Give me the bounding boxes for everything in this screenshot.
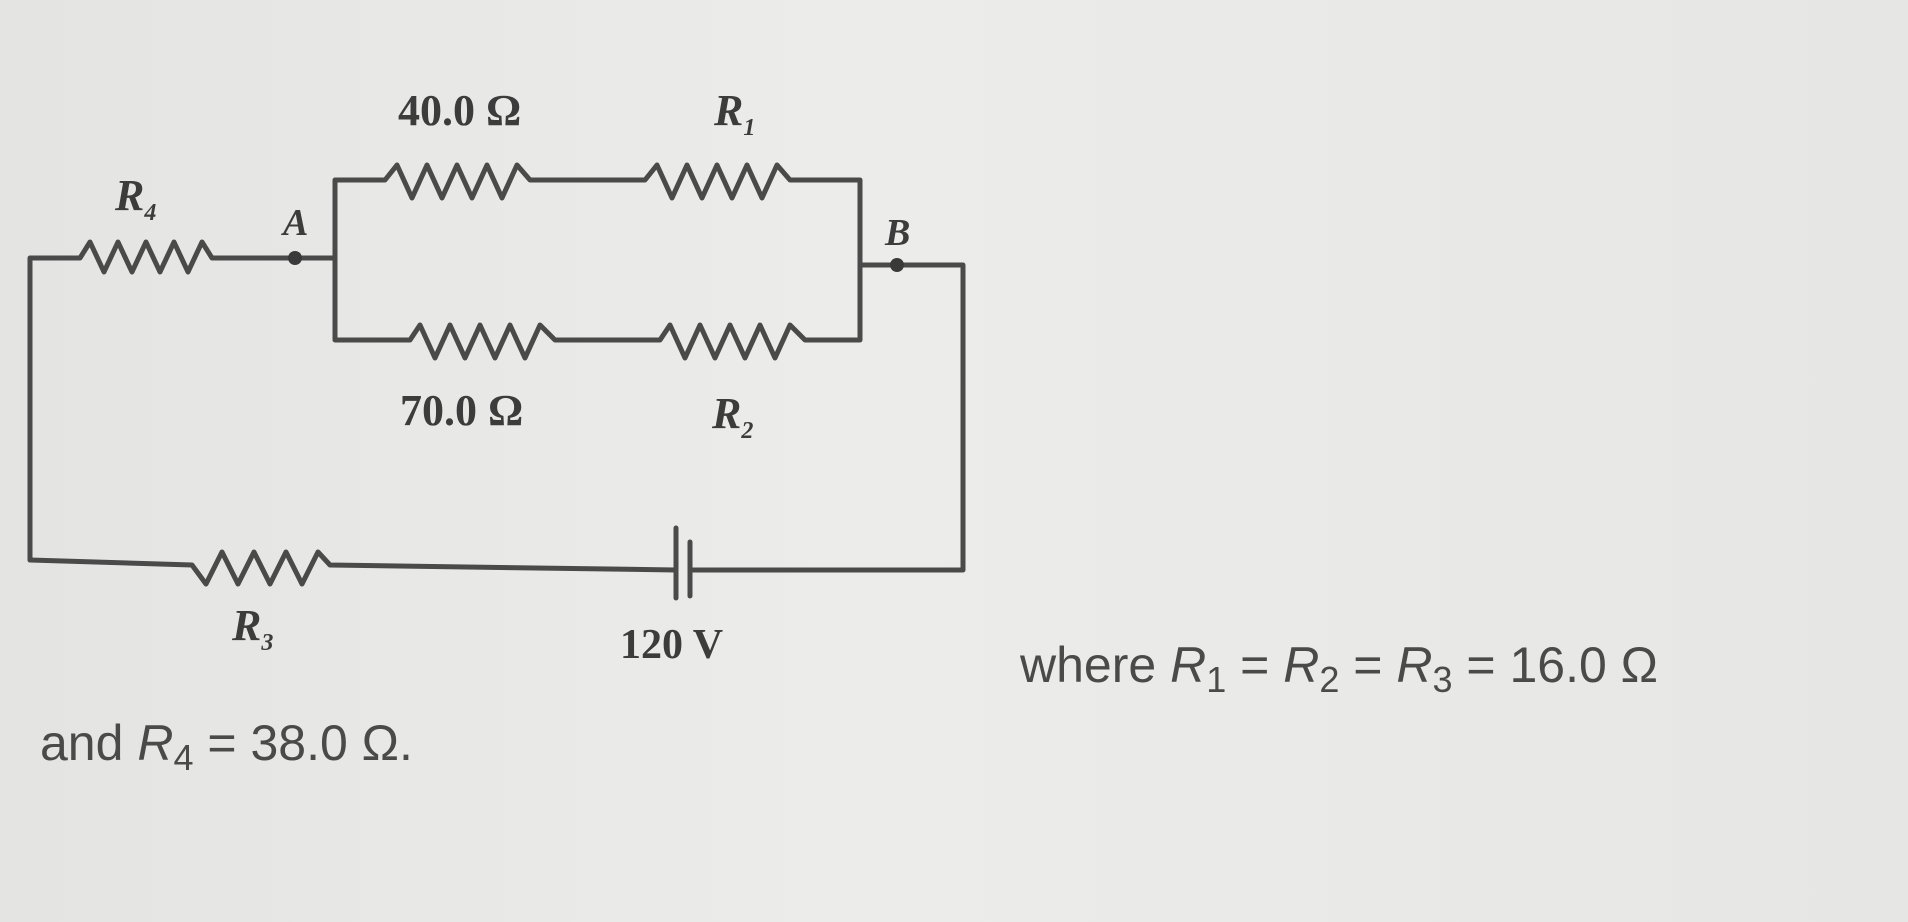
wire-right-side <box>697 262 966 573</box>
label-r3: R3 <box>231 601 273 656</box>
label-battery: 120 V <box>620 622 723 668</box>
caption-and: and R4 = 38.0 Ω. <box>40 715 413 778</box>
label-40-ohm: 40.0 Ω <box>398 86 521 135</box>
label-70-ohm: 70.0 Ω <box>400 386 523 435</box>
label-r2: R2 <box>711 389 753 444</box>
wire-top-branch <box>292 162 863 268</box>
label-node-b: B <box>884 212 910 254</box>
node-a-dot <box>288 251 302 265</box>
label-r4: R4 <box>114 171 156 226</box>
wire-bottom-branch <box>332 255 863 361</box>
label-node-a: A <box>281 202 308 244</box>
label-r1: R1 <box>713 86 755 141</box>
node-b-dot <box>890 258 904 272</box>
wire-r4-branch <box>27 239 298 563</box>
caption-where: where R1 = R2 = R3 = 16.0 Ω <box>1020 637 1659 700</box>
wire-r3-branch <box>27 549 679 587</box>
